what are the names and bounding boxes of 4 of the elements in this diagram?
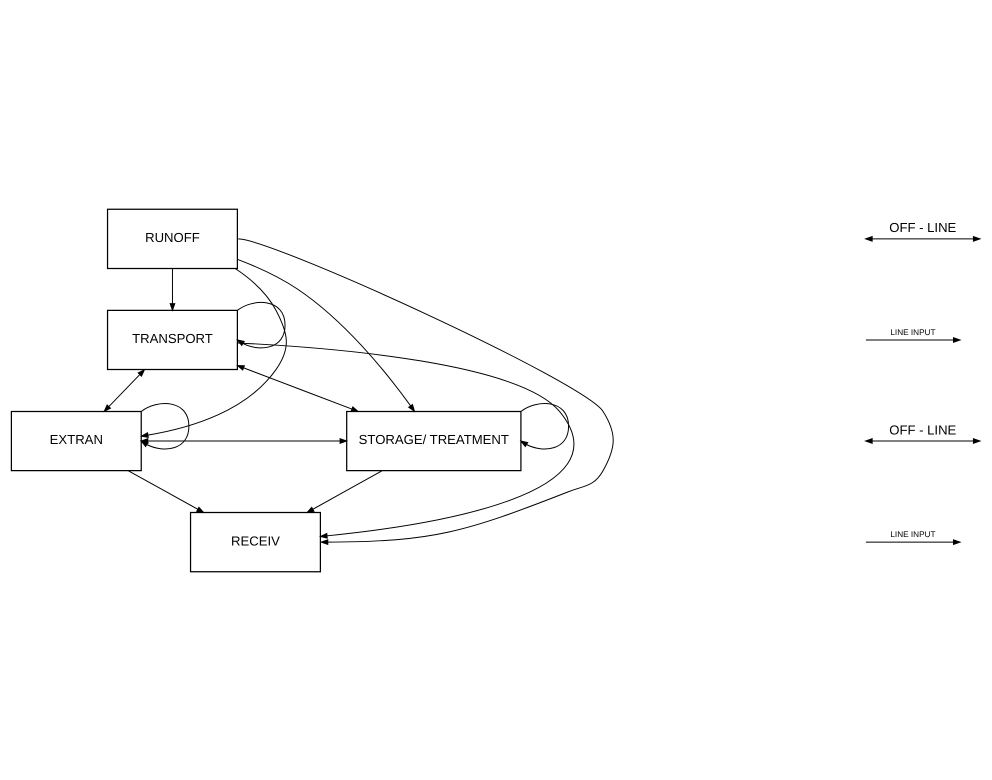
legend-label: OFF - LINE (889, 220, 956, 235)
legend-label: LINE INPUT (890, 530, 936, 539)
legend-label: OFF - LINE (889, 422, 956, 437)
legend-label: LINE INPUT (890, 328, 936, 337)
